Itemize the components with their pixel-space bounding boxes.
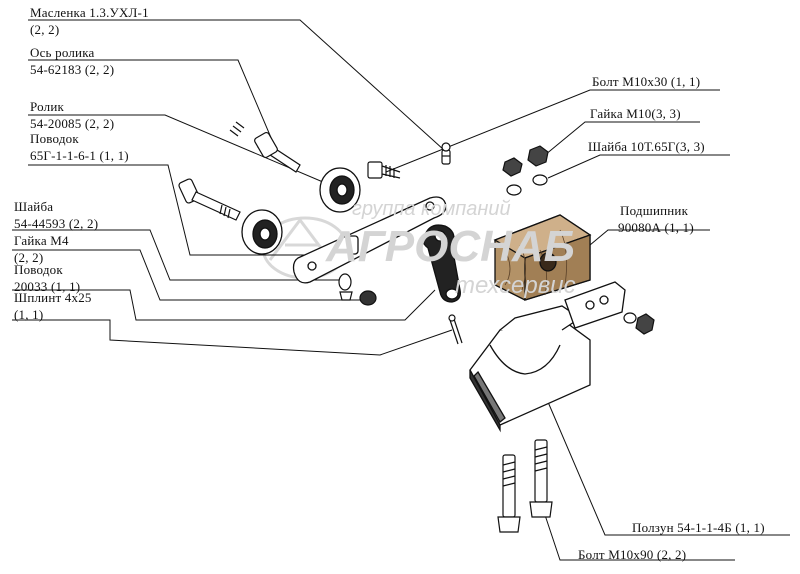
leader-rolik xyxy=(28,114,331,186)
watermark-line1: группа компаний xyxy=(352,198,511,220)
label-povodok2-code: 20033 (1, 1) xyxy=(14,279,81,294)
leader-shaiba xyxy=(12,229,345,281)
leader-os-rolika xyxy=(28,59,273,141)
label-shaiba-code: 54-44593 (2, 2) xyxy=(14,216,99,231)
leader-bolt-m10x90 xyxy=(544,514,735,561)
label-gaika-m10: Гайка М10(3, 3) xyxy=(590,106,681,121)
roller-bottom xyxy=(241,209,283,255)
label-shplint: Шплинт 4х25 xyxy=(14,290,92,305)
bolt-m10x90-left xyxy=(497,454,521,533)
watermark-line2: АГРОСНАБ xyxy=(326,222,575,271)
arm-20033 xyxy=(422,224,461,303)
watermark-line3: техсервис xyxy=(455,272,576,299)
label-povodok2: Поводок xyxy=(14,262,63,277)
label-bolt-m10x90: Болт М10х90 (2, 2) xyxy=(578,547,687,562)
roller-axle-top xyxy=(229,121,301,173)
leader-bolt-m10x30 xyxy=(385,89,720,173)
leader-polzun xyxy=(544,394,790,536)
label-podshipnik: Подшипник xyxy=(620,203,689,218)
label-shplint-qty: (1, 1) xyxy=(14,307,44,322)
slider-housing xyxy=(469,281,626,433)
leader-povodok2 xyxy=(12,289,436,321)
bolt-m10x30 xyxy=(367,161,401,179)
label-gaika-m4: Гайка М4 xyxy=(14,233,69,248)
leader-maslenka xyxy=(28,19,445,151)
bolt-m10x90-right xyxy=(529,439,553,518)
cotter-pin xyxy=(448,314,463,345)
bearing-block xyxy=(493,214,592,301)
label-os-rolika-code: 54-62183 (2, 2) xyxy=(30,62,115,77)
leader-lines xyxy=(12,19,790,561)
label-rolik-code: 54-20085 (2, 2) xyxy=(30,116,115,131)
leader-shaiba-10t xyxy=(547,154,730,179)
label-povodok1-code: 65Г-1-1-6-1 (1, 1) xyxy=(30,148,129,163)
label-polzun: Ползун 54-1-1-4Б (1, 1) xyxy=(632,520,765,535)
label-shaiba-10t: Шайба 10Т.65Г(3, 3) xyxy=(588,139,705,154)
label-maslenka-qty: (2, 2) xyxy=(30,22,60,37)
nuts-m10-left xyxy=(502,145,549,196)
label-gaika-m4-qty: (2, 2) xyxy=(14,250,44,265)
label-bolt-m10x30: Болт М10х30 (1, 1) xyxy=(592,74,701,89)
roller-axle-bottom xyxy=(178,178,241,221)
label-rolik: Ролик xyxy=(30,99,64,114)
nuts-m10-right xyxy=(623,312,655,335)
label-shaiba: Шайба xyxy=(14,199,54,214)
label-povodok1: Поводок xyxy=(30,131,79,146)
leader-gaika-m10 xyxy=(544,121,700,156)
label-podshipnik-code: 90080А (1, 1) xyxy=(618,220,694,235)
label-maslenka: Масленка 1.3.УХЛ-1 xyxy=(30,5,149,20)
grease-nipple xyxy=(441,142,451,165)
leader-povodok1 xyxy=(28,164,310,256)
roller-top xyxy=(319,167,361,213)
leader-shplint xyxy=(12,319,453,356)
label-os-rolika: Ось ролика xyxy=(30,45,95,60)
washer-nut-m4 xyxy=(338,273,377,306)
leader-podshipnik xyxy=(589,229,710,246)
lever-plate xyxy=(292,196,447,284)
leader-gaika-m4 xyxy=(12,249,365,301)
